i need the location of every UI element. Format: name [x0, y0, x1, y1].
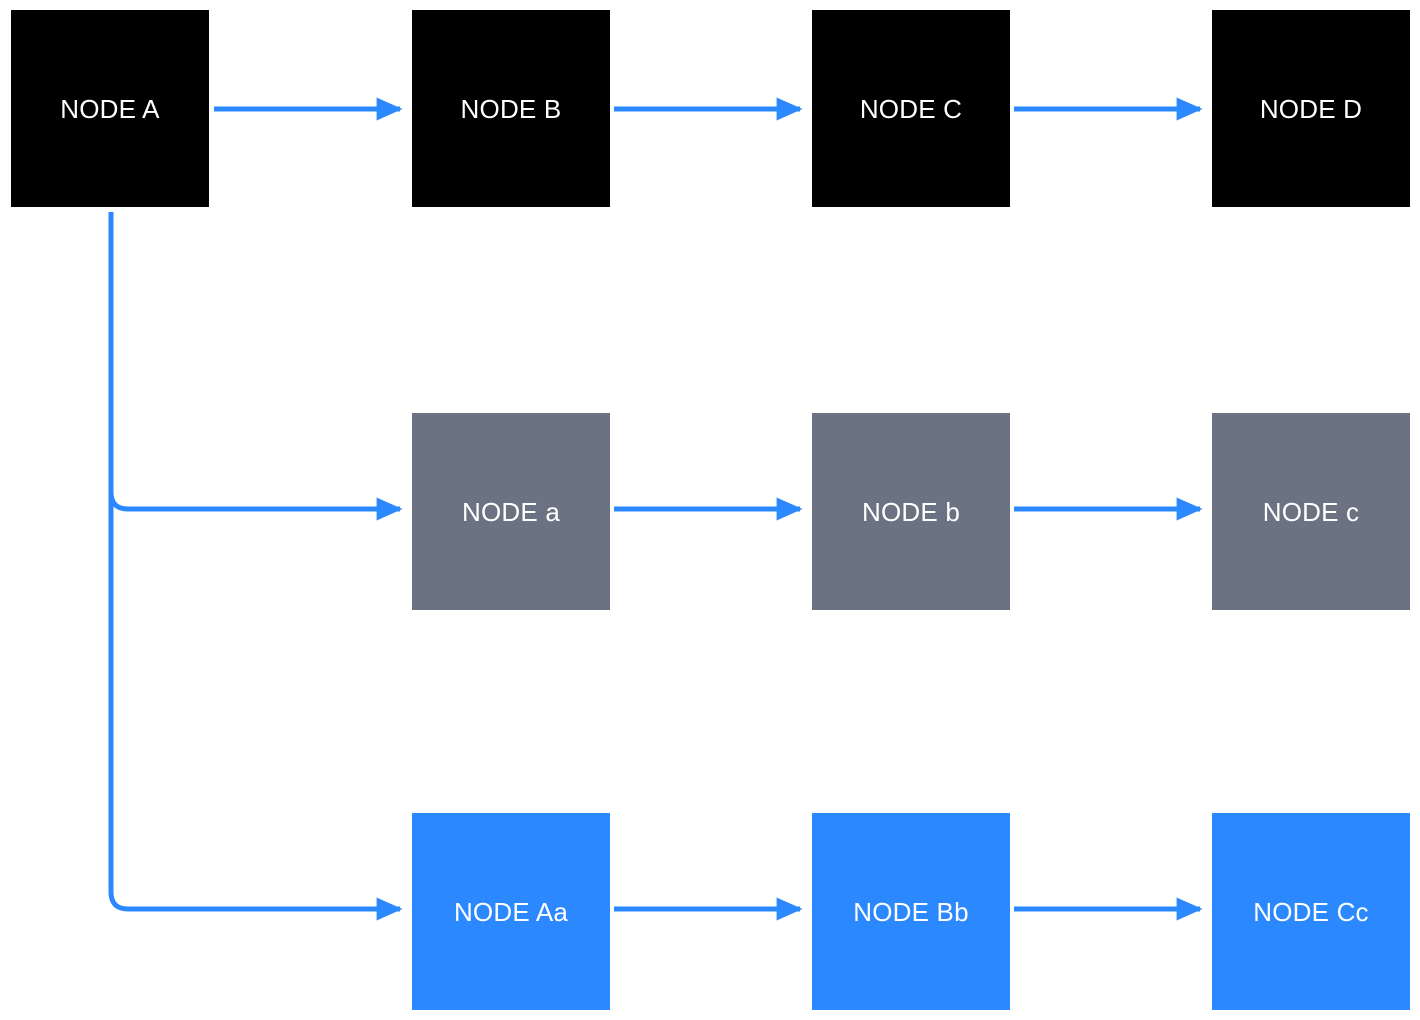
node-c-lower-label: NODE c — [1262, 496, 1360, 527]
node-d-label: NODE D — [1259, 93, 1363, 124]
node-c-lower[interactable]: NODE c — [1212, 413, 1410, 610]
node-b[interactable]: NODE B — [412, 10, 610, 207]
edge-node-a-to-node-aa — [108, 212, 403, 921]
node-c-label: NODE C — [859, 93, 963, 124]
node-a-lower-label: NODE a — [461, 496, 560, 527]
node-b-lower[interactable]: NODE b — [812, 413, 1010, 610]
edge-node-a-to-node-a-lower — [108, 212, 403, 521]
node-c[interactable]: NODE C — [812, 10, 1010, 207]
node-a-label: NODE A — [60, 93, 160, 124]
node-b-label: NODE B — [460, 93, 562, 124]
node-a[interactable]: NODE A — [11, 10, 209, 207]
node-aa[interactable]: NODE Aa — [412, 813, 610, 1010]
node-d[interactable]: NODE D — [1212, 10, 1410, 207]
node-b-lower-label: NODE b — [861, 496, 960, 527]
node-cc[interactable]: NODE Cc — [1212, 813, 1410, 1010]
node-bb[interactable]: NODE Bb — [812, 813, 1010, 1010]
node-bb-label: NODE Bb — [853, 896, 969, 927]
node-cc-label: NODE Cc — [1253, 896, 1369, 927]
node-aa-label: NODE Aa — [453, 896, 569, 927]
node-a-lower[interactable]: NODE a — [412, 413, 610, 610]
